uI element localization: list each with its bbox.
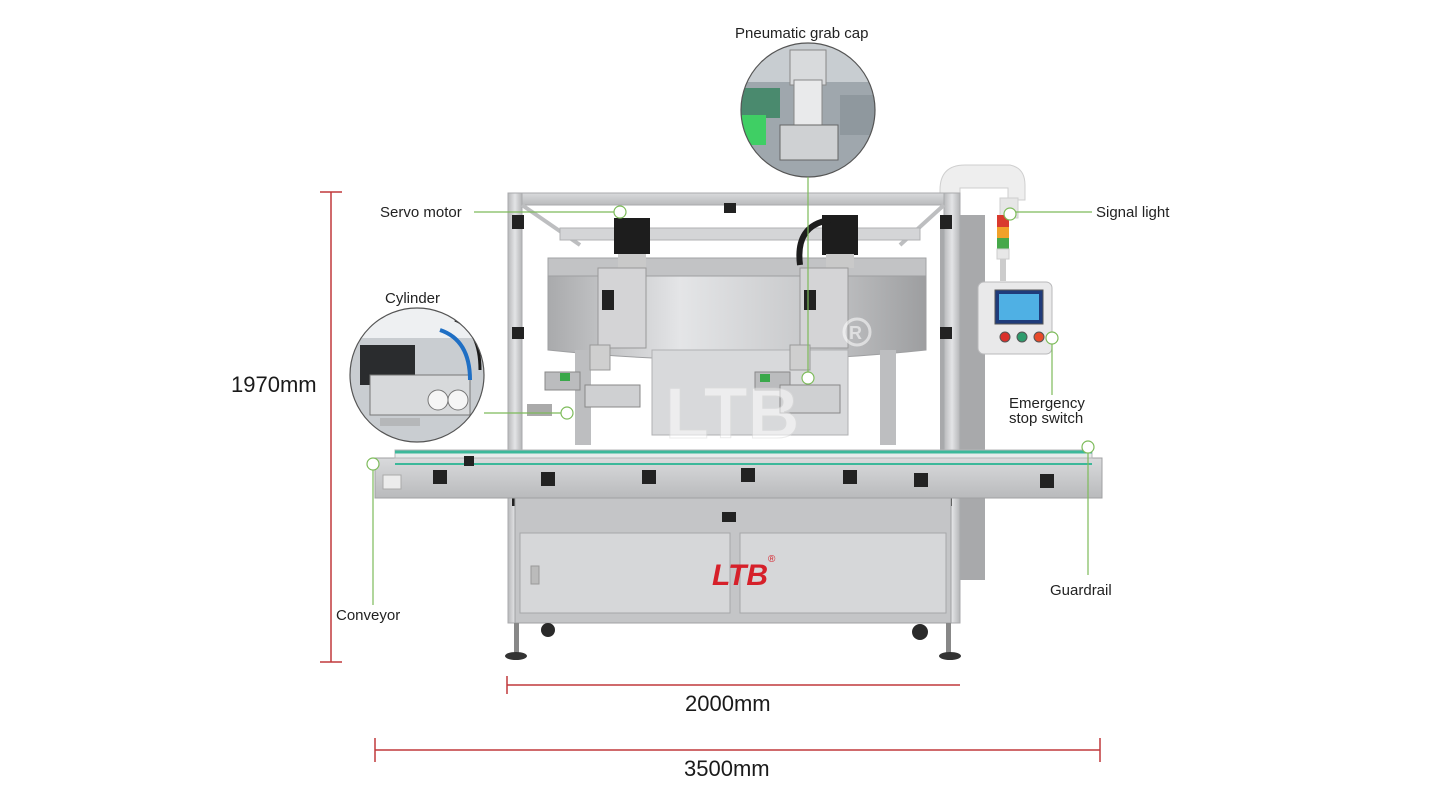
cabinet-logo-registered: ® [768, 554, 776, 565]
svg-text:R: R [849, 323, 862, 343]
control-panel [977, 281, 1053, 355]
cylinder-inset [349, 307, 485, 443]
pneumatic-grab-cap-inset [740, 42, 876, 178]
emergency-stop-label-line1: Emergency [1009, 395, 1085, 412]
servo-head-right [789, 215, 858, 371]
cylinder-label: Cylinder [385, 290, 441, 307]
guardrail-label: Guardrail [1050, 582, 1112, 599]
servo-motor-label: Servo motor [380, 204, 462, 221]
total-width-dimension-line [374, 738, 1101, 762]
height-dimension-label: 1970mm [231, 372, 317, 397]
watermark-logo: LTB R [665, 317, 872, 455]
conveyor-belt [374, 449, 1103, 499]
frame-width-dimension-label: 2000mm [685, 691, 771, 716]
watermark-logo-text: LTB [665, 374, 800, 454]
callout-lines [366, 177, 1095, 605]
frame-width-dimension-line [506, 676, 960, 694]
height-dimension-line [320, 191, 342, 663]
pneumatic-grab-cap-label: Pneumatic grab cap [735, 25, 869, 42]
guardrail-brackets [433, 456, 1054, 488]
signal-light-label: Signal light [1096, 204, 1170, 221]
conveyor-label: Conveyor [336, 607, 401, 624]
total-width-dimension-label: 3500mm [684, 756, 770, 781]
base-cabinet [514, 497, 952, 624]
signal-light-tower [996, 215, 1010, 281]
servo-head-left [589, 218, 650, 371]
emergency-stop-label-line2: stop switch [1009, 410, 1084, 427]
machine-feet [505, 623, 961, 660]
cabinet-logo: LTB [712, 559, 768, 592]
pneumatic-blocks [527, 371, 841, 416]
